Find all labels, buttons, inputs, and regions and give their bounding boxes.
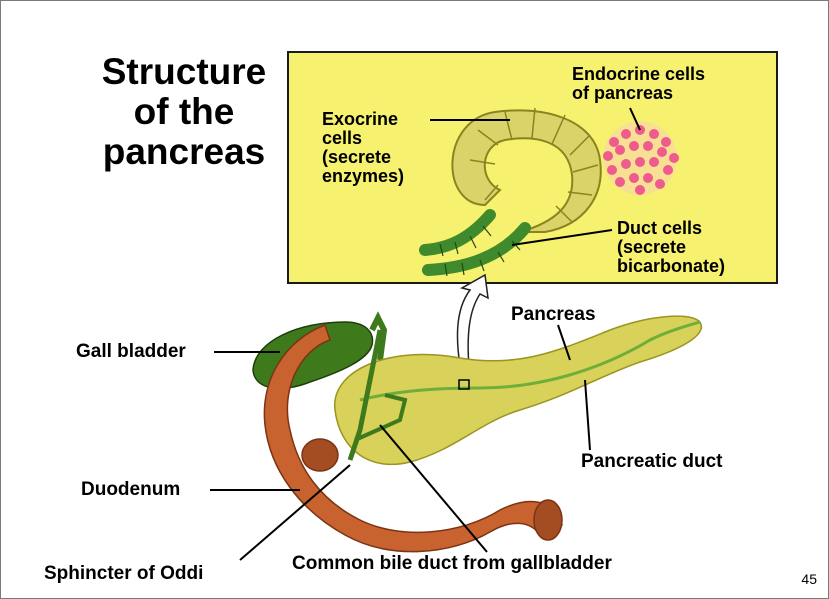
exocrine-label: Exocrine cells (secrete enzymes) <box>322 110 404 186</box>
exocrine-line-1: Exocrine <box>322 110 404 129</box>
duct-cells-label: Duct cells (secrete bicarbonate) <box>617 219 725 276</box>
endocrine-cell-cluster <box>603 121 679 195</box>
slide-number: 45 <box>801 571 817 587</box>
endocrine-label: Endocrine cells of pancreas <box>572 65 705 103</box>
exocrine-line-3: (secrete <box>322 148 404 167</box>
exocrine-line-4: enzymes) <box>322 167 404 186</box>
common-bile-duct-label: Common bile duct from gallbladder <box>292 553 612 574</box>
endocrine-line-2: of pancreas <box>572 84 705 103</box>
duct-line-3: bicarbonate) <box>617 257 725 276</box>
pancreatic-duct-label: Pancreatic duct <box>581 451 723 472</box>
duct-line-2: (secrete <box>617 238 725 257</box>
duodenum-label: Duodenum <box>81 479 180 500</box>
endocrine-line-1: Endocrine cells <box>572 65 705 84</box>
duct-line-1: Duct cells <box>617 219 725 238</box>
gall-bladder-label: Gall bladder <box>76 341 186 362</box>
acinus-drawing <box>425 108 601 276</box>
pancreas-label: Pancreas <box>511 304 596 325</box>
sphincter-label: Sphincter of Oddi <box>44 563 203 584</box>
exocrine-line-2: cells <box>322 129 404 148</box>
pancreas-shape <box>335 316 702 464</box>
